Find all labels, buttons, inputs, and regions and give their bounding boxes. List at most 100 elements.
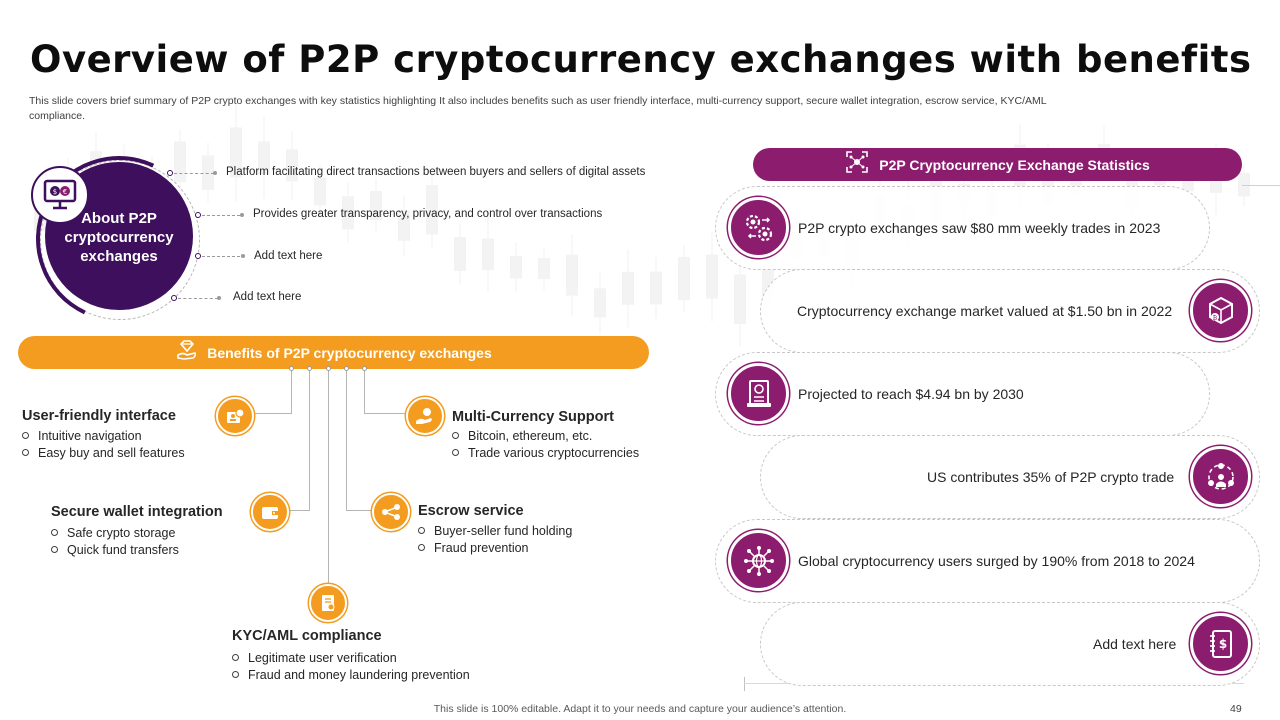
crypto-cube-icon: ₿ <box>1190 280 1251 341</box>
slide-title: Overview of P2P cryptocurrency exchanges… <box>30 38 1252 81</box>
network-people-icon <box>1190 446 1251 507</box>
background-candle-body <box>594 288 606 318</box>
about-point-leader <box>202 256 240 257</box>
stat-card: P2P crypto exchanges saw $80 mm weekly t… <box>715 186 1210 270</box>
benefit-title-kyc: KYC/AML compliance <box>232 628 382 644</box>
background-candle-body <box>314 177 326 206</box>
background-candle-body <box>510 255 522 279</box>
stat-text: Projected to reach $4.94 bn by 2030 <box>798 385 1024 402</box>
background-candle-body <box>650 271 662 305</box>
svg-text:$: $ <box>1218 637 1226 651</box>
benefit-point: Buyer-seller fund holding <box>418 523 572 540</box>
background-candle-body <box>482 238 494 271</box>
about-dashed-ring <box>40 160 200 320</box>
benefit-list-multi-currency: Bitcoin, ethereum, etc. Trade various cr… <box>452 428 639 462</box>
background-candle-body <box>538 258 550 280</box>
about-point-leader <box>174 173 214 174</box>
stat-card: ₿ Cryptocurrency exchange market valued … <box>760 269 1260 353</box>
stat-text: P2P crypto exchanges saw $80 mm weekly t… <box>798 219 1161 236</box>
about-point-2: Provides greater transparency, privacy, … <box>253 208 603 220</box>
benefit-list-escrow: Buyer-seller fund holding Fraud preventi… <box>418 523 572 557</box>
about-point-leader <box>202 215 240 216</box>
connector-kyc <box>328 371 329 585</box>
benefit-point: Legitimate user verification <box>232 650 470 667</box>
benefit-title-multi-currency: Multi-Currency Support <box>452 409 614 425</box>
stat-card: US contributes 35% of P2P crypto trade <box>760 435 1260 519</box>
background-candle-body <box>706 254 718 299</box>
about-point-node <box>195 212 201 218</box>
background-candle-body <box>230 127 242 178</box>
benefit-point: Quick fund transfers <box>51 542 179 559</box>
footer-tick <box>744 677 745 691</box>
about-point-node <box>171 295 177 301</box>
background-candle-body <box>622 271 634 305</box>
benefit-point: Safe crypto storage <box>51 525 179 542</box>
about-point-node <box>167 170 173 176</box>
notebook-dollar-icon: $ <box>1190 613 1251 674</box>
benefit-point: Trade various cryptocurrencies <box>452 445 639 462</box>
slide-subtitle: This slide covers brief summary of P2P c… <box>29 95 1047 122</box>
background-candle-body <box>370 190 382 221</box>
gears-coins-icon <box>728 197 789 258</box>
certificate-icon <box>728 363 789 424</box>
background-candle-body <box>678 256 690 301</box>
background-candle-body <box>174 141 186 183</box>
connector-multi-currency <box>364 371 408 414</box>
about-title: About P2P cryptocurrency exchanges <box>64 209 174 265</box>
escrow-transfer-icon <box>372 493 410 531</box>
background-candle-body <box>258 141 270 175</box>
about-point-marker <box>217 296 221 300</box>
background-candle-body <box>342 196 354 230</box>
svg-text:$: $ <box>53 188 57 196</box>
connector-node <box>289 366 294 371</box>
monitor-exchange-icon: $ € <box>31 166 89 224</box>
benefits-title: Benefits of P2P cryptocurrency exchanges <box>207 344 492 361</box>
stat-text: Cryptocurrency exchange market valued at… <box>797 302 1173 319</box>
benefit-point: Fraud and money laundering prevention <box>232 667 470 684</box>
about-point-3: Add text here <box>254 250 323 262</box>
about-point-marker <box>241 254 245 258</box>
benefit-title-escrow: Escrow service <box>418 503 524 519</box>
about-point-leader <box>178 298 218 299</box>
connector-secure-wallet <box>289 371 310 511</box>
background-candle-body <box>566 254 578 296</box>
stat-text: US contributes 35% of P2P crypto trade <box>927 468 1175 485</box>
benefit-point: Bitcoin, ethereum, etc. <box>452 428 639 445</box>
document-check-icon <box>309 584 347 622</box>
stat-text: Add text here <box>1093 635 1177 652</box>
background-candle-body <box>202 155 214 190</box>
benefit-point: Fraud prevention <box>418 540 572 557</box>
benefit-title-secure-wallet: Secure wallet integration <box>51 504 223 520</box>
benefit-point: Intuitive navigation <box>22 428 185 445</box>
hand-coins-icon <box>406 397 444 435</box>
about-point-1: Platform facilitating direct transaction… <box>226 166 646 178</box>
connector-node <box>362 366 367 371</box>
background-candle-body <box>1238 172 1250 197</box>
about-point-marker <box>240 213 244 217</box>
about-point-node <box>195 253 201 259</box>
footer-note: This slide is 100% editable. Adapt it to… <box>433 703 847 715</box>
diamond-hand-icon <box>175 338 199 367</box>
connector-node <box>307 366 312 371</box>
stat-text: Global cryptocurrency users surged by 19… <box>798 552 1195 569</box>
background-candle-body <box>398 210 410 241</box>
about-point-marker <box>213 171 217 175</box>
network-scan-icon <box>845 150 869 179</box>
global-network-icon <box>728 530 789 591</box>
connector-node <box>344 366 349 371</box>
stats-divider-line <box>1242 185 1280 186</box>
connector-user-friendly <box>254 371 292 414</box>
user-screen-icon <box>216 397 254 435</box>
benefit-list-user-friendly: Intuitive navigation Easy buy and sell f… <box>22 428 185 462</box>
benefits-header-bar: Benefits of P2P cryptocurrency exchanges <box>18 336 649 369</box>
benefit-point: Easy buy and sell features <box>22 445 185 462</box>
background-candle-body <box>426 185 438 235</box>
benefit-list-kyc: Legitimate user verification Fraud and m… <box>232 650 470 684</box>
background-candle-body <box>286 149 298 182</box>
svg-text:₿: ₿ <box>1212 315 1217 322</box>
stat-card: Global cryptocurrency users surged by 19… <box>715 519 1260 603</box>
about-point-4: Add text here <box>233 291 302 303</box>
benefit-title-user-friendly: User-friendly interface <box>22 408 176 424</box>
stats-title: P2P Cryptocurrency Exchange Statistics <box>879 156 1150 173</box>
stat-card: Projected to reach $4.94 bn by 2030 <box>715 352 1210 436</box>
